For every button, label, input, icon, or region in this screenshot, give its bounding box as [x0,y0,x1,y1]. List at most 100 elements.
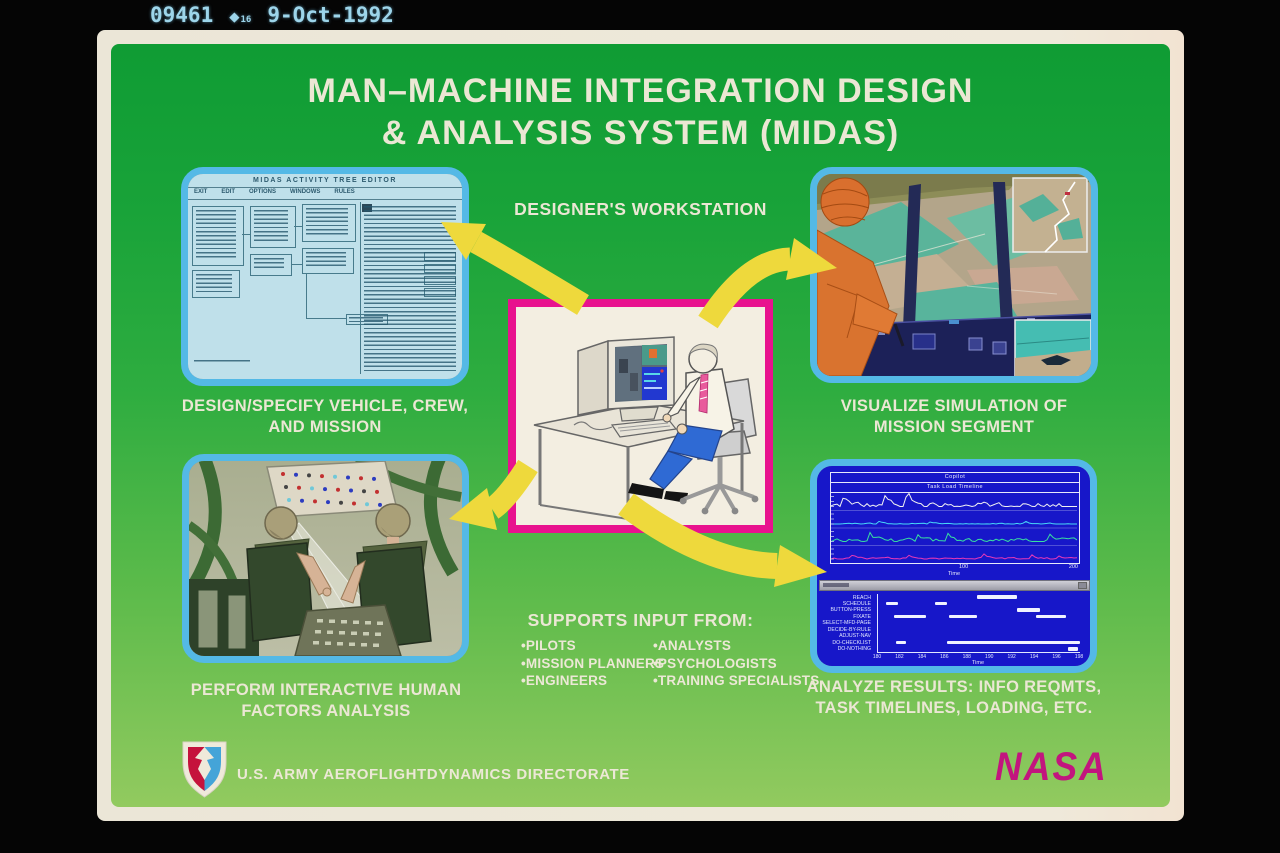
gantt-row-label: REACH [852,594,871,601]
crew-station-image [189,461,462,656]
task-load-chart: Copilot Task Load Timeline [830,472,1080,564]
gantt-row-label: BUTTON-PRESS [830,607,871,614]
designer-workstation-label: DESIGNER'S WORKSTATION [514,199,767,219]
cockpit-simulation-image [817,174,1091,376]
supports-item: •ANALYSTS [653,638,732,653]
gantt-row-label: SCHEDULE [842,600,871,607]
poster-title-line1: MAN–MACHINE INTEGRATION DESIGN [307,72,974,110]
chart-x-axis: 100 200 [830,564,1078,571]
chart-subtitle: Task Load Timeline [831,483,1079,493]
film-frame-date: 9-Oct-1992 [267,3,394,27]
gantt-tick: 194 [1029,654,1039,660]
gantt-bar [948,614,977,619]
caption-line: MISSION SEGMENT [873,418,1035,436]
caption-visualization: VISUALIZE SIMULATION OF MISSION SEGMENT [774,396,1134,438]
supports-heading: SUPPORTS INPUT FROM: [527,610,754,630]
gantt-bar [886,601,899,606]
supports-section: SUPPORTS INPUT FROM: •PILOTS •MISSION PLA… [111,610,1170,697]
task-load-trace [831,531,1077,543]
gantt-bar [1067,646,1078,651]
nasa-worm-logo: NASA [995,744,1108,789]
gantt-timeline-plot [877,594,1080,653]
supports-col1: •PILOTS •MISSION PLANNERS •ENGINEERS [521,637,664,690]
caption-human-factors: PERFORM INTERACTIVE HUMAN FACTORS ANALYS… [146,680,506,722]
gantt-tick: 186 [940,654,949,660]
overhead-button-panel [281,472,382,507]
gantt-row-label: DO-NOTHING [837,646,871,653]
diamond-icon: ◆ [229,7,240,27]
film-frame-counter: 09461 [150,3,214,27]
chart-title: Copilot [831,473,1079,483]
task-load-trace [831,520,1077,525]
gantt-tick: 192 [1007,654,1016,660]
panel-tree-editor: MIDAS ACTIVITY TREE EDITOR EXIT EDIT OPTIO… [181,167,469,386]
supports-col2: •ANALYSTS •PSYCHOLOGISTS •TRAINING SPECIAL… [653,637,819,690]
film-frame-header: 09461 ◆16 9-Oct-1992 [150,3,394,27]
gantt-bar [894,614,927,619]
divider-title-smudge [823,583,849,587]
army-materiel-command-shield-icon [182,741,227,798]
gantt-bar [1035,614,1066,619]
supports-item: •PSYCHOLOGISTS [653,655,777,671]
editor-menu-item: WINDOWS [290,189,321,195]
editor-menu-item: EXIT [194,189,208,195]
gantt-row-label: DECIDE-BY-RULE [827,626,871,633]
panel-human-factors [182,454,469,663]
caption-line: DESIGN/SPECIFY VEHICLE, CREW, [181,397,469,415]
editor-window-title: MIDAS ACTIVITY TREE EDITOR [253,177,397,184]
slide-frame: MAN–MACHINE INTEGRATION DESIGN & ANALYSI… [97,30,1184,821]
gantt-tick: 196 [1052,654,1061,660]
gantt-row-label: ADJUST-NAV [839,633,871,640]
task-load-trace [831,553,1077,560]
poster-title-line2: & ANALYSIS SYSTEM (MIDAS) [381,114,900,152]
panel-analysis: Copilot Task Load Timeline 100 200 Time … [810,459,1097,673]
editor-menu-item: RULES [334,189,355,195]
editor-menu-item: EDIT [221,189,236,195]
window-divider-bar [819,580,1090,591]
gantt-bar [896,640,907,645]
task-load-traces [831,493,1077,560]
analysis-screenshot: Copilot Task Load Timeline 100 200 Time … [817,466,1090,666]
army-directorate-label: U.S. ARMY AEROFLIGHTDYNAMICS DIRECTORATE [237,766,630,783]
workstation-illustration [516,307,765,525]
gantt-bar [1017,608,1040,612]
gantt-bar [946,640,1080,645]
panel-designer-workstation [508,299,773,533]
gantt-tick: 184 [917,654,927,660]
x-tick: 200 [1068,564,1078,570]
editor-menu-row: EXIT EDIT OPTIONS WINDOWS RULES [194,189,394,195]
poster-background: MAN–MACHINE INTEGRATION DESIGN & ANALYSI… [111,44,1170,807]
gantt-x-label: Time [971,660,985,666]
divider-widget [1078,582,1087,589]
caption-line: AND MISSION [268,418,382,436]
chart-x-label: Time [947,571,961,577]
editor-menu-item: OPTIONS [249,189,277,195]
supports-item: •MISSION PLANNERS [521,655,665,671]
gantt-bar [976,595,1018,599]
gantt-row-label: DO-CHECKLIST [832,639,871,646]
panel-visualization [810,167,1098,383]
caption-tree-editor: DESIGN/SPECIFY VEHICLE, CREW, AND MISSIO… [145,396,505,438]
caption-line: VISUALIZE SIMULATION OF [840,397,1068,415]
supports-item: •PILOTS [521,638,576,653]
caption-line: TASK TIMELINES, LOADING, ETC. [815,699,1093,717]
caption-analysis: ANALYZE RESULTS: INFO REQMTS, TASK TIMEL… [774,677,1134,719]
console-buttons [313,619,383,647]
caption-line: ANALYZE RESULTS: INFO REQMTS, [806,678,1102,696]
supports-item: •ENGINEERS [521,673,608,688]
gantt-tick: 198 [1074,654,1084,660]
film-marker: ◆16 [229,3,251,27]
poster-title: MAN–MACHINE INTEGRATION DESIGN & ANALYSI… [111,70,1170,154]
caption-line: FACTORS ANALYSIS [241,702,411,720]
gantt-bar [934,601,947,606]
x-tick: 100 [958,564,969,570]
diamond-subscript: 16 [240,15,252,25]
gantt-tick: 182 [895,654,904,660]
supports-item: •TRAINING SPECIALISTS [653,673,820,688]
caption-line: PERFORM INTERACTIVE HUMAN [190,681,462,699]
gantt-row-label: FIXATE [853,613,871,620]
gantt-row-label: SELECT-MFD-PAGE [822,620,871,627]
